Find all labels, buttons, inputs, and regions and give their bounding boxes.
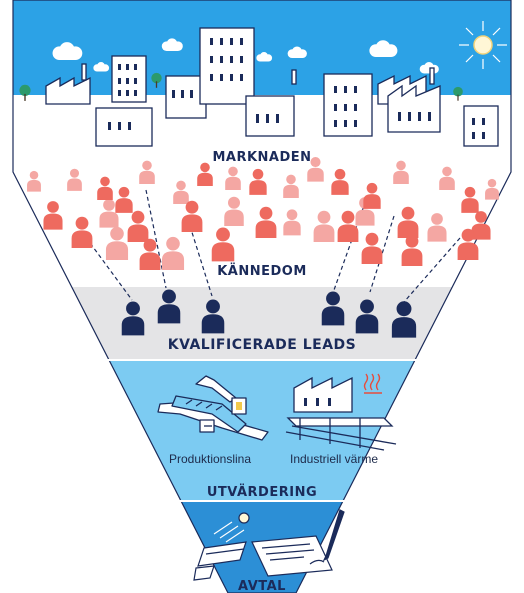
heat-waves-icon <box>363 373 382 394</box>
factory-heat-icon <box>285 376 397 451</box>
caption-production-line: Produktionslina <box>169 452 251 466</box>
stage-label-market: MARKNADEN <box>212 150 311 165</box>
contract-pen-icon <box>251 509 345 577</box>
factory-windows <box>108 38 485 139</box>
stage-label-qualified-leads: KVALIFICERADE LEADS <box>168 337 357 353</box>
stage-label-evaluation: UTVÄRDERING <box>207 484 317 500</box>
solar-collector-icon <box>193 512 250 581</box>
stage-label-awareness: KÄNNEDOM <box>217 263 307 279</box>
stage-label-contract: AVTAL <box>238 579 286 593</box>
caption-industrial-heat: Industriell värme <box>290 452 378 466</box>
robot-arm-icon <box>157 375 269 441</box>
sun-icon <box>459 21 507 69</box>
